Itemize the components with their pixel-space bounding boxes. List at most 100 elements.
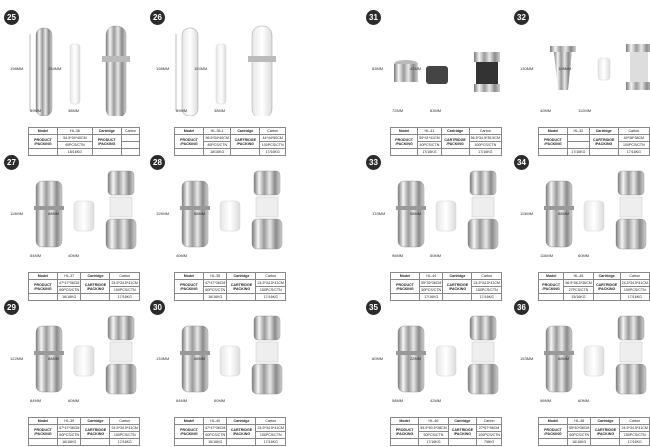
carton-size: 55*40*36CM	[566, 424, 592, 432]
model-value: HL-44	[418, 272, 444, 280]
header-model: Model	[390, 272, 420, 280]
dimension-label: 198MM	[156, 66, 170, 71]
spec-table: Model HL-48 Cartridge Carton PRODUCT /PA…	[538, 417, 650, 446]
header-carton: Carton	[259, 127, 286, 135]
product-illustration	[372, 161, 522, 261]
product-packing-label: PRODUCT /PACKING	[538, 424, 568, 439]
cartridge-pcs-per-carton: 150PCS/CTN	[109, 286, 140, 294]
dimension-label: 96MM	[540, 398, 552, 403]
cartridge-weight: 17/16KG	[468, 148, 503, 156]
cartridge-packing-label: CARTRIDGE /PACKING	[447, 424, 478, 439]
dimension-label: 115MM	[520, 211, 534, 216]
header-carton: Carton	[617, 127, 650, 135]
model-value: HL-46	[418, 417, 449, 425]
product-packing-label: PRODUCT /PACKING	[28, 134, 58, 149]
cartridge-packing-label: CARTRIDGE /PACKING	[230, 134, 261, 149]
cartridge-weight	[120, 148, 141, 156]
cartridge-weight: 17/16KG	[619, 293, 650, 301]
dimension-label: 68MM	[48, 356, 60, 361]
pcs-per-carton: 60PCS/CTN	[202, 431, 228, 439]
dimension-label: 60MM	[578, 253, 590, 258]
model-value: HL-36-1	[202, 127, 232, 135]
cartridge-weight: 17/16KG	[255, 438, 286, 446]
product-illustration	[10, 16, 160, 119]
pcs-per-carton: 50PCS/CTN	[418, 286, 444, 294]
dimension-label: 119MM	[156, 211, 170, 216]
cartridge-packing-label: CARTRIDGE /PACKING	[226, 424, 257, 439]
item-number-badge: 35	[366, 300, 381, 315]
cartridge-pcs-per-carton: 150PCS/CTN	[255, 286, 286, 294]
header-carton: Carton	[255, 272, 286, 280]
product-illustration	[156, 16, 306, 119]
product-packing-label: PRODUCT /PACKING	[538, 134, 568, 149]
model-value: HL-48	[566, 417, 592, 425]
weight: 17/16KG	[418, 438, 449, 446]
cartridge-packing-label: CARTRIDGE /PACKING	[226, 279, 257, 294]
header-cartridge: Cartridge	[440, 127, 470, 135]
header-model: Model	[28, 417, 58, 425]
item-number-badge: 26	[150, 10, 165, 25]
header-model: Model	[174, 417, 204, 425]
weight: 16/16KG	[56, 293, 82, 301]
cartridge-carton-size: 24.5*34.5*41CM	[619, 279, 650, 287]
weight: 17/16KG	[418, 293, 444, 301]
pcs-per-carton	[567, 141, 590, 149]
header-carton: Carton	[619, 417, 650, 425]
header-model: Model	[28, 272, 58, 280]
dimension-label: 42MM	[410, 66, 422, 71]
cartridge-carton-size	[120, 134, 141, 142]
product-illustration	[520, 16, 650, 116]
dimension-label: 60MM	[214, 398, 226, 403]
item-number-badge: 36	[514, 300, 529, 315]
model-value: HL-40	[202, 417, 228, 425]
dimension-label: 88MM	[194, 211, 206, 216]
header-model: Model	[389, 417, 420, 425]
model-value: HL-39	[56, 417, 82, 425]
cartridge-weight: 17/16KG	[617, 148, 650, 156]
dimension-label: 40MM	[68, 253, 80, 258]
header-cartridge: Cartridge	[226, 417, 257, 425]
cartridge-weight: 17/16KG	[109, 293, 140, 301]
cartridge-pcs-per-carton: 150PCS/CTN	[471, 286, 502, 294]
cartridge-packing-label: CARTRIDGE /PACKING	[592, 279, 621, 294]
spec-table: Model HL-36 Cartridge Carton PRODUCT /PA…	[28, 127, 141, 156]
dimension-label: 68MM	[194, 356, 206, 361]
dimension-label: 153MM	[520, 356, 534, 361]
cartridge-pcs-per-carton: 100PCS/CTN	[468, 141, 503, 149]
dimension-label: 60MM	[578, 398, 590, 403]
header-cartridge: Cartridge	[447, 417, 478, 425]
item-number-badge: 28	[150, 155, 165, 170]
carton-size: 50*41*41CM	[417, 134, 442, 142]
item-number-badge: 30	[150, 300, 165, 315]
product-packing-label: PRODUCT /PACKING	[174, 279, 204, 294]
weight: 16/16KG	[566, 438, 592, 446]
dimension-label: 60MM	[430, 253, 442, 258]
pcs-per-carton: 40PCS/CTN	[57, 141, 93, 149]
cartridge-carton-size: 44*44*50CM	[259, 134, 286, 142]
carton-size: 47*47*36CM	[56, 424, 82, 432]
carton-size: 47*47*36CM	[202, 279, 228, 287]
cartridge-carton-size: 56.5*34.5*35.5CM	[468, 134, 503, 142]
spec-table: Model HL-40 Cartridge Carton PRODUCT /PA…	[174, 417, 286, 446]
header-carton: Carton	[468, 127, 503, 135]
cartridge-packing-label: CARTRIDGE /PACKING	[442, 279, 473, 294]
pcs-per-carton: 60PCS/CTN	[202, 286, 228, 294]
product-illustration	[520, 161, 650, 261]
product-packing-label: PRODUCT /PACKING	[28, 424, 58, 439]
dimension-label: 83MM	[372, 66, 384, 71]
product-packing-label: PRODUCT /PACKING	[537, 279, 565, 294]
dimension-label: 133MM	[156, 356, 170, 361]
header-model: Model	[174, 272, 204, 280]
model-value: HL-37	[56, 272, 82, 280]
item-number-badge: 31	[366, 10, 381, 25]
dimension-label: 72MM	[392, 108, 404, 113]
item-number-badge: 29	[4, 300, 19, 315]
weight: 16/16KG	[56, 438, 82, 446]
product-illustration	[10, 306, 160, 406]
dimension-label: 68MM	[48, 211, 60, 216]
